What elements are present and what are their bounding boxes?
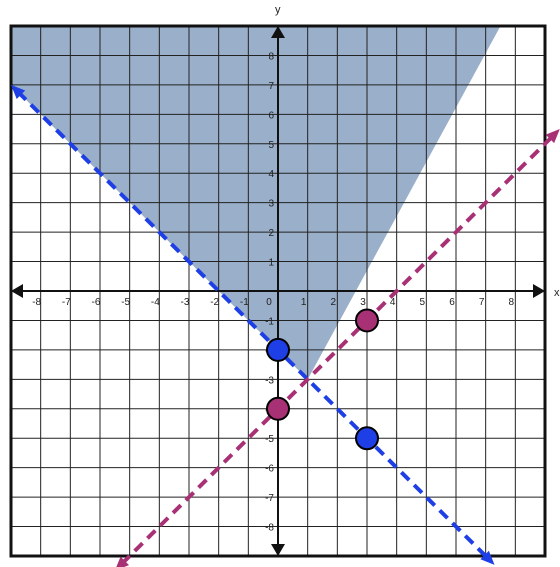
x-tick-label: 2 xyxy=(331,297,337,308)
y-tick-label: 8 xyxy=(268,51,274,62)
x-tick-label: -4 xyxy=(151,297,160,308)
y-axis-arrow-down xyxy=(271,544,285,556)
x-axis-arrow-right xyxy=(533,284,545,298)
data-point-series-2 xyxy=(355,308,379,333)
x-tick-label: 8 xyxy=(509,297,515,308)
axes-layer xyxy=(11,26,545,556)
y-tick-label: -1 xyxy=(265,316,274,327)
x-tick-label: -7 xyxy=(62,297,71,308)
y-tick-label: 7 xyxy=(268,81,274,92)
y-tick-label: 6 xyxy=(268,110,274,121)
data-point-series-2 xyxy=(266,396,290,421)
y-tick-label: -5 xyxy=(265,434,274,445)
x-tick-label: -1 xyxy=(240,297,249,308)
x-tick-label: 4 xyxy=(390,297,396,308)
y-tick-label: 2 xyxy=(268,228,274,239)
y-tick-label: -7 xyxy=(265,493,274,504)
x-tick-label: 0 xyxy=(266,297,272,308)
points-layer xyxy=(266,308,379,451)
x-tick-label: -2 xyxy=(210,297,219,308)
y-tick-label: 1 xyxy=(268,258,274,269)
boundary-line-1-arrow-start xyxy=(11,84,26,100)
boundary-lines-layer xyxy=(11,84,560,567)
y-tick-label: 3 xyxy=(268,199,274,210)
x-tick-label: 3 xyxy=(360,297,366,308)
y-tick-label: 5 xyxy=(268,140,274,151)
x-tick-label: -5 xyxy=(121,297,130,308)
x-tick-label: -3 xyxy=(181,297,190,308)
x-tick-label: -6 xyxy=(92,297,101,308)
data-point-series-1 xyxy=(355,426,379,451)
boundary-line-1-arrow-end xyxy=(480,550,495,565)
data-point-series-1 xyxy=(266,337,290,362)
y-tick-label: 4 xyxy=(268,169,274,180)
y-axis-label: y xyxy=(275,4,281,16)
y-tick-label: -8 xyxy=(265,523,274,534)
boundary-line-2 xyxy=(120,134,555,566)
x-axis-arrow-left xyxy=(11,284,23,298)
boundary-line-2-arrow-end xyxy=(545,129,560,144)
x-tick-label: 1 xyxy=(301,297,307,308)
x-axis-label: x xyxy=(554,287,560,299)
boundary-line-2-arrow-start xyxy=(116,556,129,567)
y-axis-arrow-up xyxy=(271,26,285,38)
x-tick-label: 5 xyxy=(420,297,426,308)
boundary-line-1 xyxy=(16,90,489,560)
x-tick-label: 7 xyxy=(479,297,485,308)
y-tick-label: -6 xyxy=(265,464,274,475)
y-tick-label: -3 xyxy=(265,375,274,386)
x-tick-label: -8 xyxy=(32,297,41,308)
x-tick-label: 6 xyxy=(449,297,455,308)
